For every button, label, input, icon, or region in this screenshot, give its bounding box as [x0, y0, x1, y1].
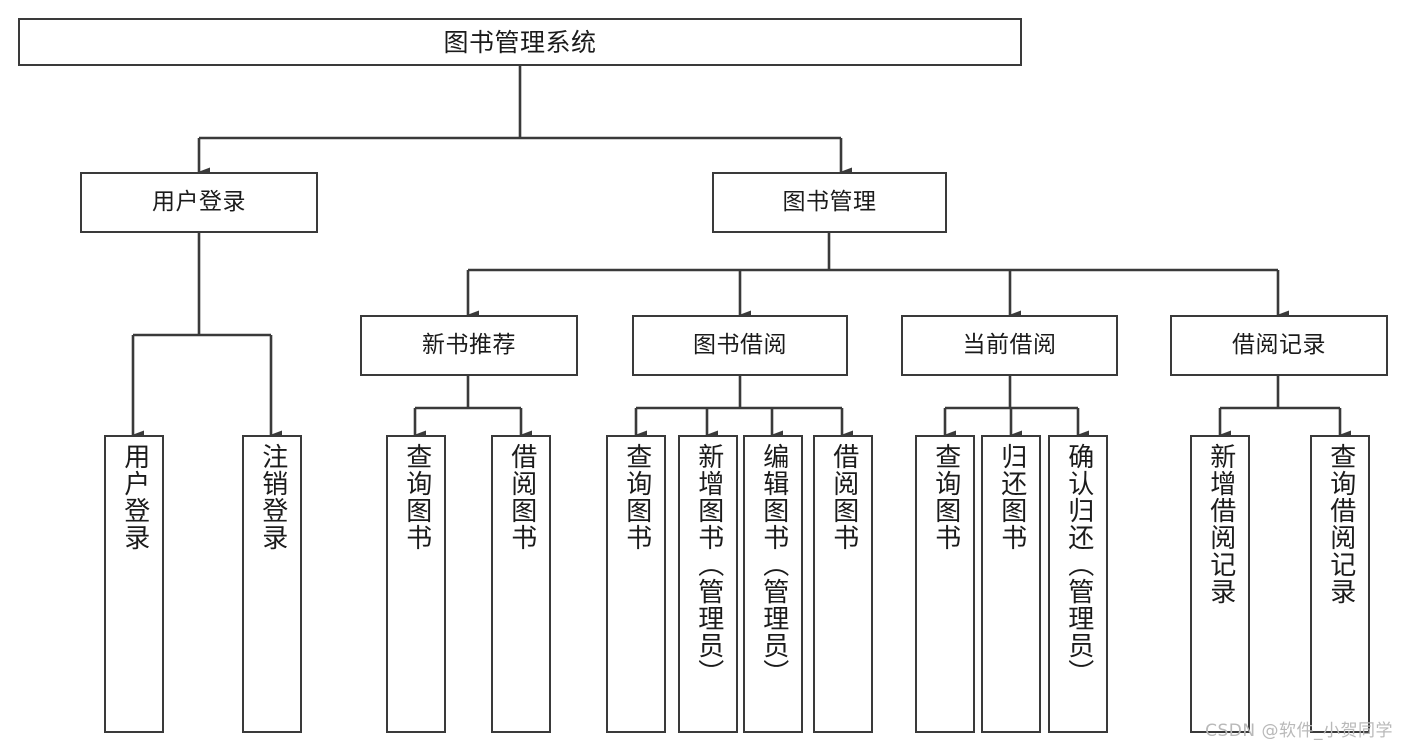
node-label: 确认归还（管理员）	[1063, 443, 1094, 686]
node-leaf-query-book-3[interactable]: 查询图书	[915, 435, 975, 733]
node-leaf-query-book-1[interactable]: 查询图书	[386, 435, 446, 733]
node-label: 查询借阅记录	[1325, 443, 1356, 605]
node-label: 图书管理	[782, 189, 877, 215]
node-label: 新增借阅记录	[1205, 443, 1236, 605]
node-label: 查询图书	[930, 443, 961, 551]
node-label: 查询图书	[621, 443, 652, 551]
node-label: 查询图书	[401, 443, 432, 551]
node-label: 当前借阅	[962, 332, 1057, 358]
node-label: 借阅记录	[1232, 332, 1326, 358]
node-leaf-logout[interactable]: 注销登录	[242, 435, 302, 733]
node-label: 图书借阅	[693, 332, 787, 358]
node-current-borrow[interactable]: 当前借阅	[901, 315, 1118, 376]
node-leaf-borrow-book-1[interactable]: 借阅图书	[491, 435, 551, 733]
node-label: 编辑图书（管理员）	[758, 443, 789, 686]
node-label: 归还图书	[996, 443, 1027, 551]
node-leaf-borrow-book-2[interactable]: 借阅图书	[813, 435, 873, 733]
node-label: 借阅图书	[506, 443, 537, 551]
node-label: 借阅图书	[828, 443, 859, 551]
node-leaf-add-record[interactable]: 新增借阅记录	[1190, 435, 1250, 733]
node-leaf-user-login[interactable]: 用户登录	[104, 435, 164, 733]
node-leaf-query-book-2[interactable]: 查询图书	[606, 435, 666, 733]
node-borrow-record[interactable]: 借阅记录	[1170, 315, 1388, 376]
watermark-text: CSDN @软件_小贺同学	[1205, 721, 1393, 741]
node-book-management[interactable]: 图书管理	[712, 172, 947, 233]
node-leaf-confirm-return[interactable]: 确认归还（管理员）	[1048, 435, 1108, 733]
node-leaf-return-book[interactable]: 归还图书	[981, 435, 1041, 733]
node-leaf-edit-book[interactable]: 编辑图书（管理员）	[743, 435, 803, 733]
node-user-login[interactable]: 用户登录	[80, 172, 318, 233]
node-leaf-add-book[interactable]: 新增图书（管理员）	[678, 435, 738, 733]
node-label: 新书推荐	[422, 332, 516, 358]
node-leaf-query-record[interactable]: 查询借阅记录	[1310, 435, 1370, 733]
node-root-system[interactable]: 图书管理系统	[18, 18, 1022, 66]
node-book-borrow[interactable]: 图书借阅	[632, 315, 848, 376]
node-label: 用户登录	[152, 189, 246, 215]
node-label: 新增图书（管理员）	[693, 443, 724, 686]
node-label: 注销登录	[257, 443, 288, 551]
node-label: 图书管理系统	[443, 27, 597, 57]
node-label: 用户登录	[119, 443, 150, 551]
node-new-book-recommend[interactable]: 新书推荐	[360, 315, 578, 376]
